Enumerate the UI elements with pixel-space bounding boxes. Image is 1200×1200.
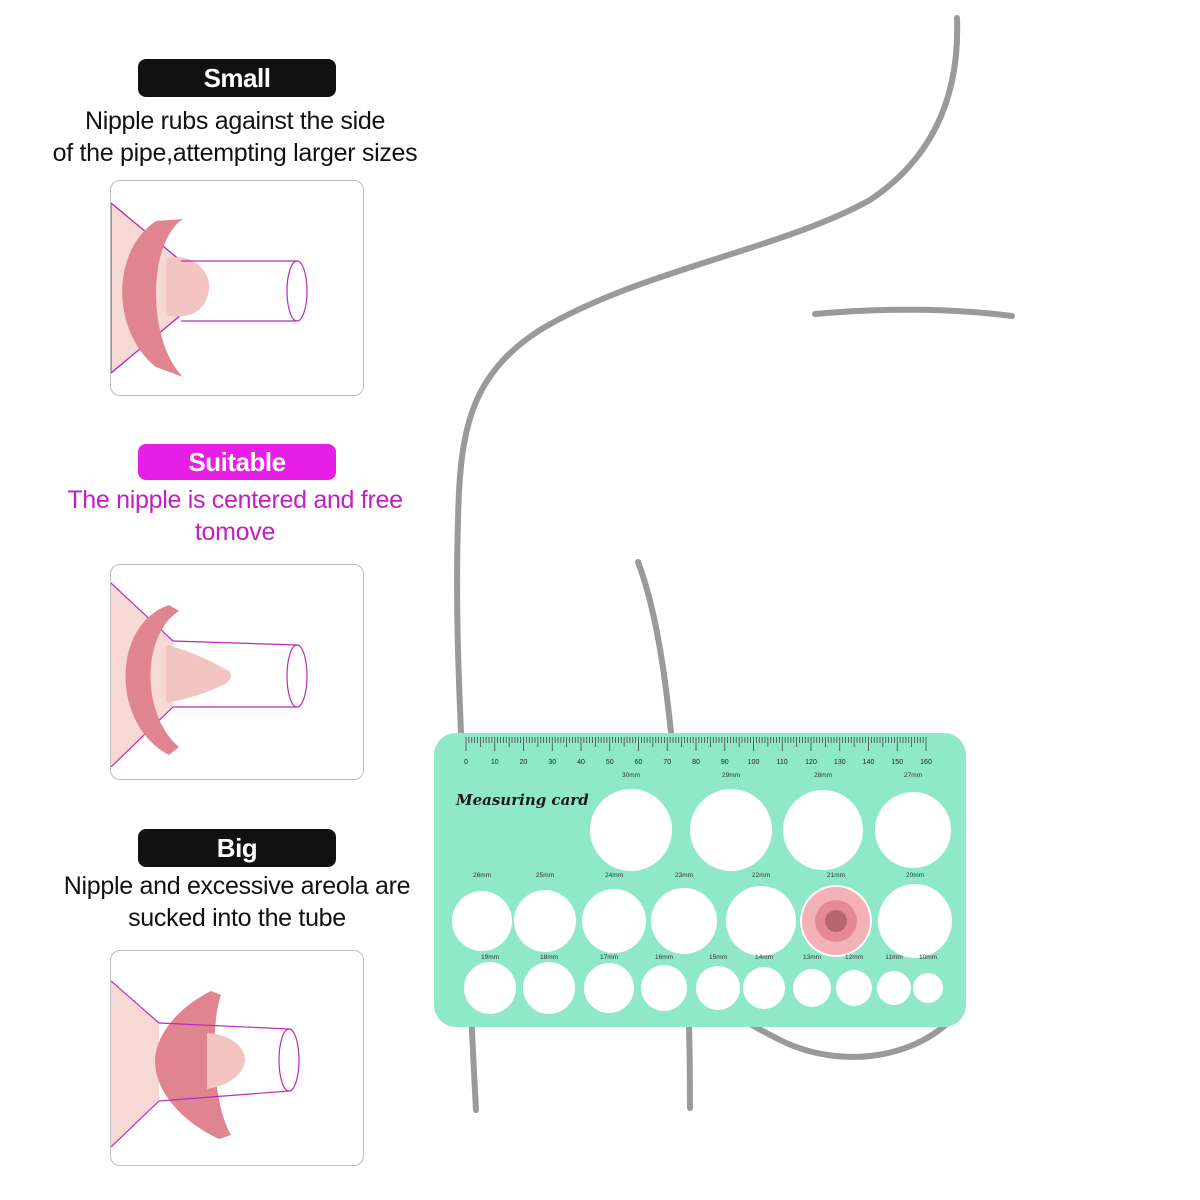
- card-title: Measuring card: [455, 791, 589, 809]
- hole-size-label: 27mm: [904, 772, 922, 779]
- ruler-label: 80: [692, 759, 700, 766]
- hole-size-label: 26mm: [473, 872, 491, 879]
- hole-size-label: 30mm: [622, 772, 640, 779]
- sizing-hole: [696, 966, 740, 1010]
- small-description-line1: Nipple rubs against the side: [84, 107, 386, 135]
- sizing-hole: [690, 789, 772, 871]
- hole-size-label: 29mm: [722, 772, 740, 779]
- ruler-label: 0: [464, 759, 468, 766]
- hole-size-label: 24mm: [605, 872, 623, 879]
- sizing-hole: [523, 962, 575, 1014]
- sizing-hole: [913, 973, 943, 1003]
- big-flange-diagram: [111, 980, 300, 1148]
- hole-size-label: 13mm: [803, 954, 821, 961]
- sizing-hole: [878, 884, 952, 958]
- hole-size-label: 18mm: [540, 954, 558, 961]
- hole-size-label: 28mm: [814, 772, 832, 779]
- ruler-label: 10: [491, 759, 499, 766]
- hole-size-label: 23mm: [675, 872, 693, 879]
- ruler-label: 160: [920, 759, 932, 766]
- suitable-description: The nipple is centered and free tomove: [0, 484, 470, 548]
- sizing-hole: [584, 963, 634, 1013]
- suitable-description-line2: tomove: [194, 518, 276, 546]
- suitable-flange-diagram: [111, 582, 308, 768]
- sizing-hole: [582, 889, 646, 953]
- hole-size-label: 17mm: [600, 954, 618, 961]
- ruler-label: 100: [748, 759, 760, 766]
- sizing-hole: [651, 888, 717, 954]
- hole-size-label: 22mm: [752, 872, 770, 879]
- sizing-hole: [464, 962, 516, 1014]
- shoulder-line: [812, 306, 1015, 319]
- sizing-hole: [641, 965, 687, 1011]
- hole-size-label: 16mm: [655, 954, 673, 961]
- hole-size-label: 25mm: [536, 872, 554, 879]
- ruler-label: 110: [777, 759, 788, 766]
- hole-size-label: 20mm: [906, 872, 924, 879]
- sizing-hole: [452, 891, 512, 951]
- small-diagram-panel: [110, 180, 364, 396]
- nipple-demo: [825, 910, 847, 932]
- ruler: 0 10 20 30 40 50 60 70 80 90 100 110 120 130 140 150 160: [464, 737, 932, 766]
- ruler-label: 70: [663, 759, 671, 766]
- hole-size-label: 21mm: [827, 872, 845, 879]
- sizing-hole: [743, 967, 785, 1009]
- sizing-hole: [875, 792, 951, 868]
- big-description-line2: sucked into the tube: [128, 904, 346, 932]
- ruler-label: 40: [577, 759, 585, 766]
- big-diagram-panel: [110, 950, 364, 1166]
- ruler-label: 150: [891, 759, 903, 766]
- hole-size-label: 15mm: [709, 954, 727, 961]
- hole-size-label: 14mm: [755, 954, 773, 961]
- small-flange-diagram: [111, 202, 308, 377]
- small-description-line2: of the pipe,attempting larger sizes: [52, 139, 418, 167]
- hole-size-label: 11mm: [885, 954, 903, 961]
- ruler-label: 90: [721, 759, 729, 766]
- sizing-hole: [836, 970, 872, 1006]
- badge-small: Small: [138, 59, 336, 97]
- sizing-hole: [590, 789, 672, 871]
- suitable-description-line1: The nipple is centered and free: [67, 486, 403, 514]
- ruler-label: 130: [834, 759, 846, 766]
- sizing-hole: [783, 790, 863, 870]
- ruler-label: 20: [520, 759, 528, 766]
- sizing-hole: [793, 969, 831, 1007]
- sizing-hole: [726, 886, 796, 956]
- badge-big: Big: [138, 829, 336, 867]
- measuring-card: 0 10 20 30 40 50 60 70 80 90 100 110 120 130 140 150 160…: [434, 733, 966, 1027]
- big-description: Nipple and excessive areola are sucked i…: [0, 870, 474, 934]
- suitable-diagram-panel: [110, 564, 364, 780]
- big-description-line1: Nipple and excessive areola are: [63, 872, 411, 900]
- sizing-hole: [514, 890, 576, 952]
- ruler-label: 120: [805, 759, 817, 766]
- hole-grid: 30mm 29mm 28mm 27mm 26mm 25mm 24mm 23mm 22mm 21mm…: [452, 772, 952, 1014]
- small-description: Nipple rubs against the side of the pipe…: [0, 105, 470, 169]
- hole-size-label: 10mm: [919, 954, 937, 961]
- ruler-label: 30: [548, 759, 556, 766]
- hole-size-label: 19mm: [481, 954, 499, 961]
- ruler-label: 50: [606, 759, 614, 766]
- hole-size-label: 12mm: [845, 954, 863, 961]
- sizing-hole: [877, 971, 911, 1005]
- ruler-label: 140: [863, 759, 875, 766]
- badge-suitable: Suitable: [138, 444, 336, 480]
- ruler-label: 60: [635, 759, 643, 766]
